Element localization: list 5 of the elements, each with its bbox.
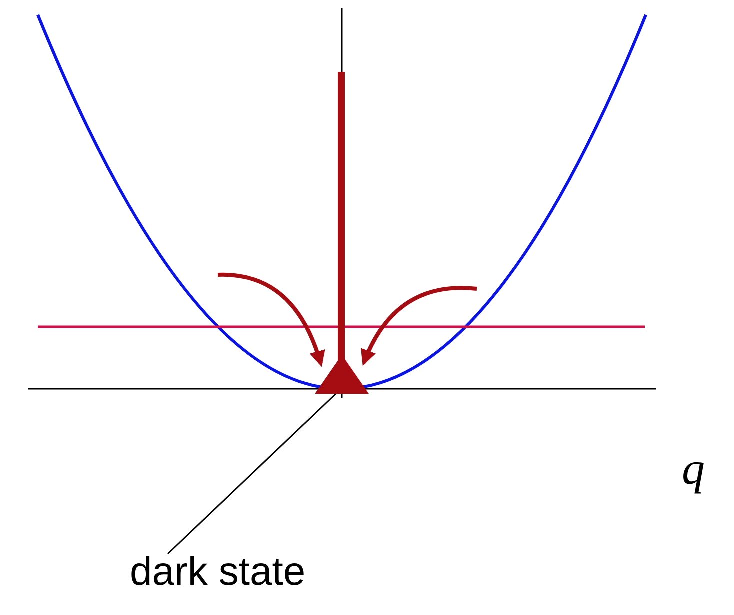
leader-line: [167, 393, 337, 555]
curved-arrow: [362, 286, 478, 366]
curved-arrow: [218, 273, 325, 368]
state-label: dark state: [130, 552, 306, 592]
axis-label: q: [682, 446, 705, 492]
